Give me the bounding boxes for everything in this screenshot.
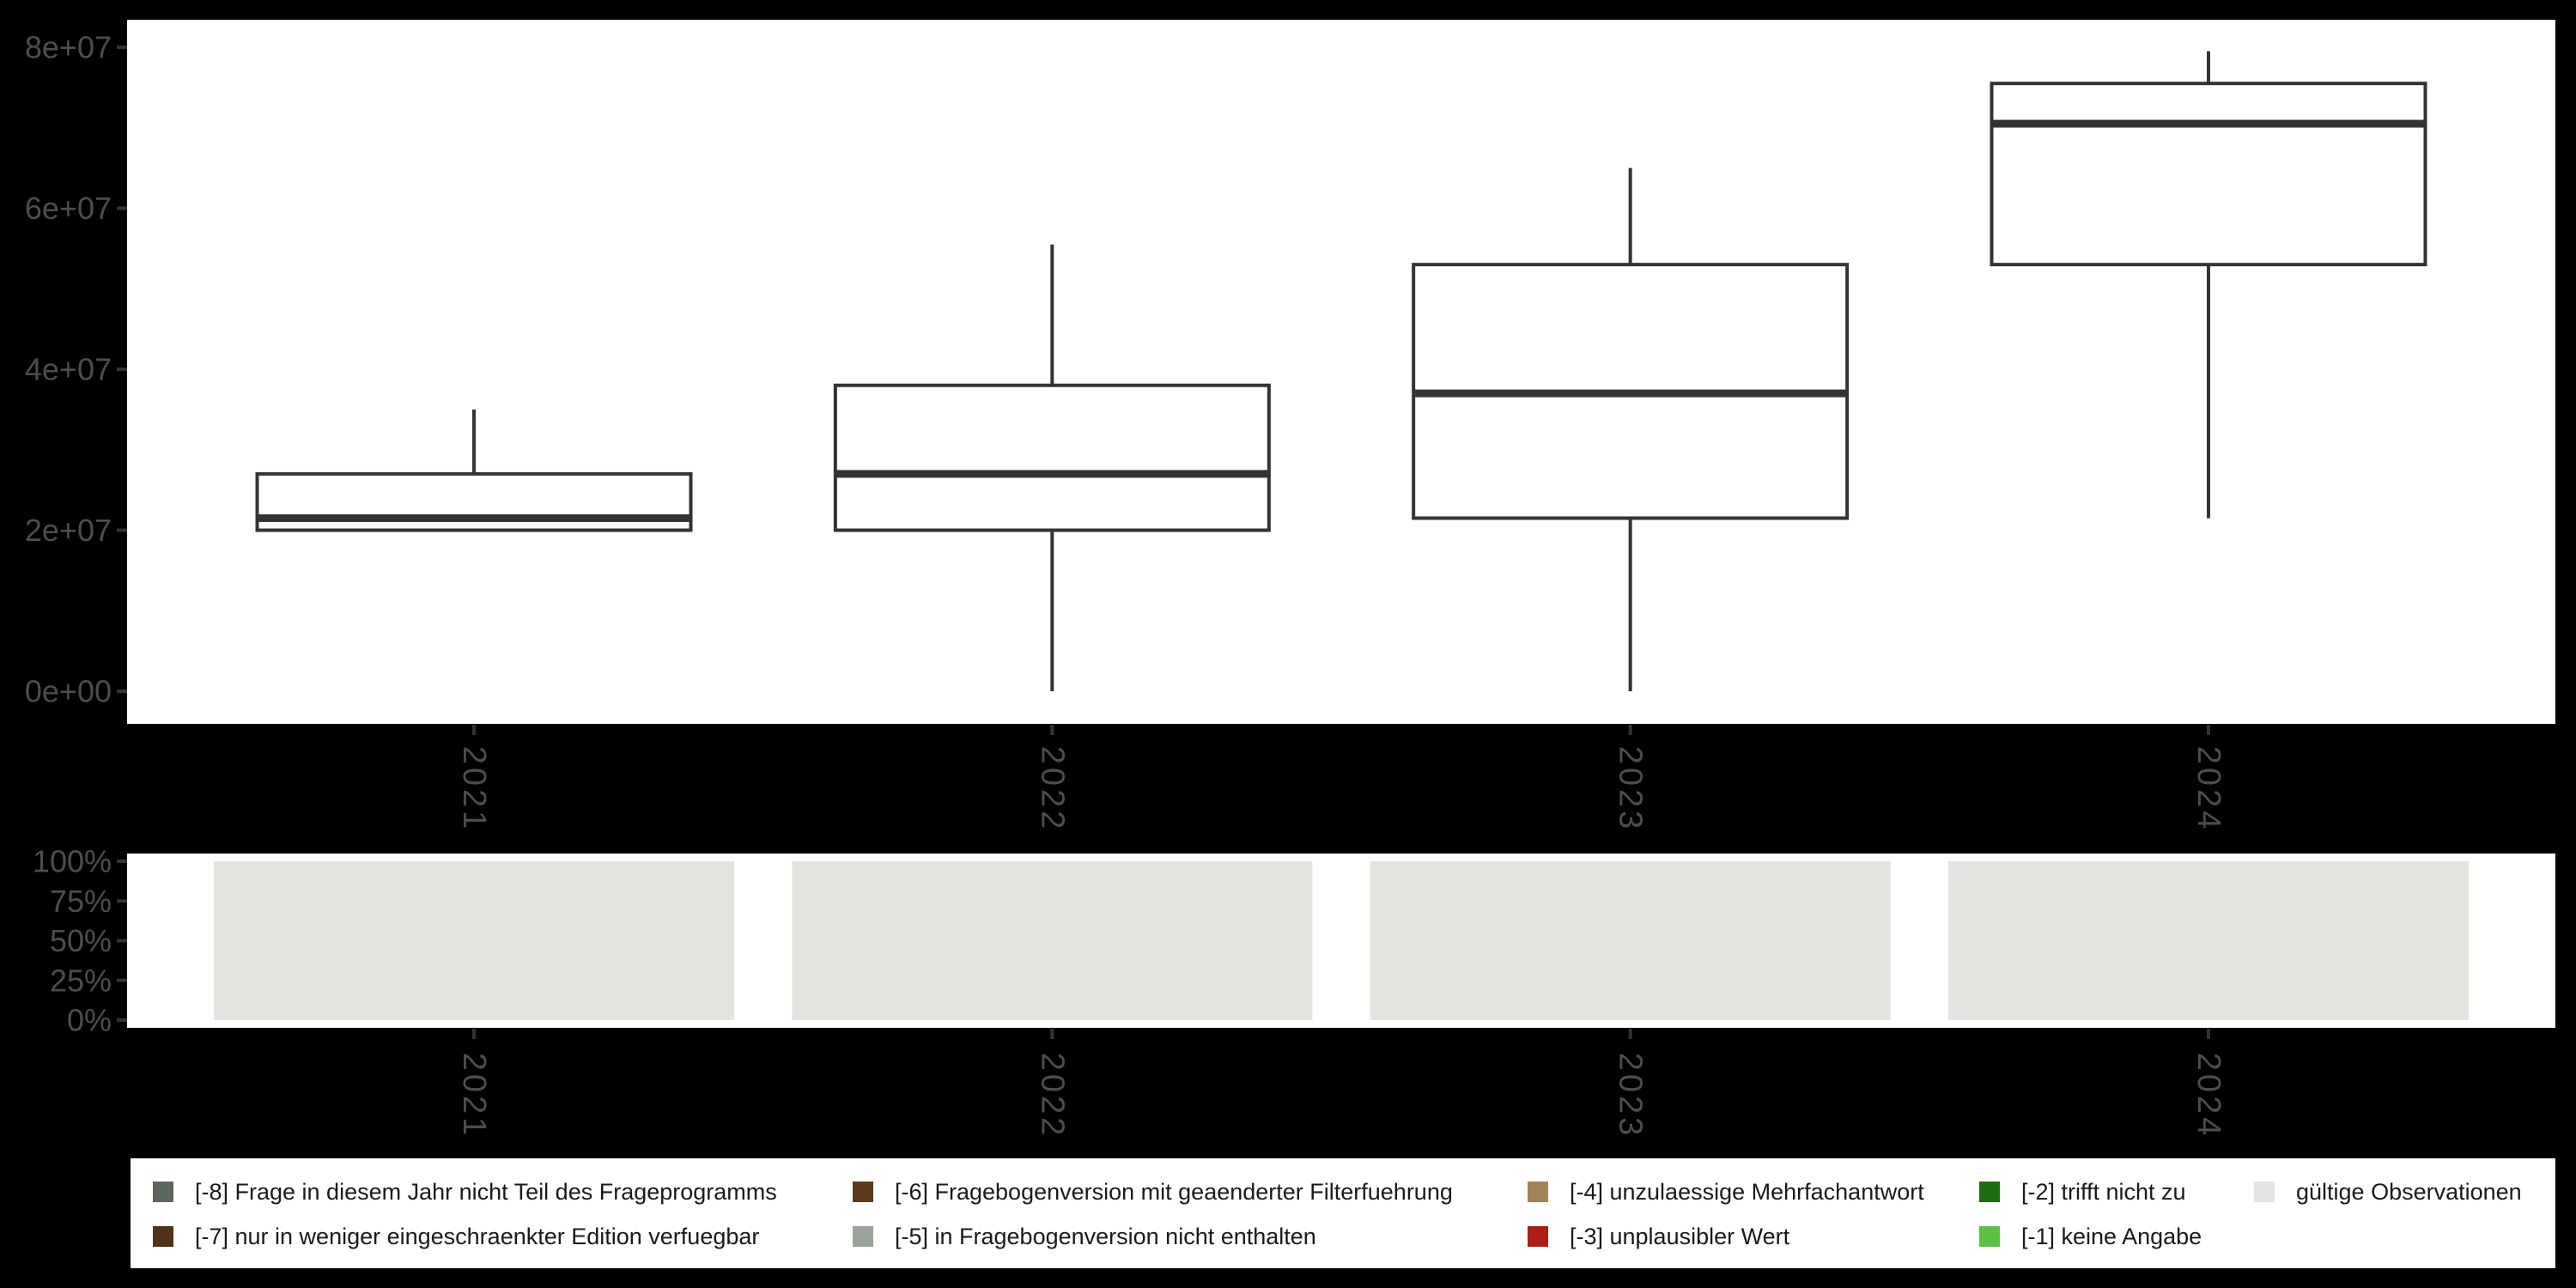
- y-axis-label: 4e+07: [25, 352, 112, 387]
- bar-2021: [214, 861, 734, 1020]
- legend-key-icon: [1528, 1226, 1548, 1247]
- box-2024: [1990, 82, 2427, 267]
- legend-key-icon: [2254, 1182, 2275, 1202]
- percent-axis-label: 50%: [50, 923, 112, 958]
- y-axis-label: 2e+07: [25, 513, 112, 548]
- y-axis-label: 0e+00: [25, 674, 112, 709]
- median-line-2021: [257, 513, 691, 522]
- percent-axis-label: 0%: [67, 1003, 112, 1038]
- y-axis-label: 8e+07: [25, 30, 112, 65]
- y-axis-label: 6e+07: [25, 191, 112, 226]
- legend-label: gültige Observationen: [2296, 1179, 2522, 1205]
- legend-background: [131, 1158, 2555, 1268]
- bar-2024: [1948, 861, 2469, 1020]
- percent-axis-label: 100%: [33, 844, 112, 879]
- percent-x-year-label: 2024: [2190, 1053, 2227, 1139]
- percent-axis-label: 75%: [50, 884, 112, 919]
- x-axis-year-label: 2022: [1034, 746, 1070, 833]
- percent-x-year-label: 2023: [1613, 1053, 1649, 1139]
- legend-label: [-3] unplausibler Wert: [1570, 1224, 1790, 1249]
- box-2022: [833, 383, 1271, 532]
- legend-key-icon: [1528, 1182, 1548, 1202]
- x-axis-year-label: 2021: [456, 746, 492, 833]
- legend-key-icon: [853, 1182, 873, 1202]
- legend-label: [-1] keine Angabe: [2021, 1224, 2202, 1249]
- percent-x-year-label: 2021: [456, 1053, 492, 1139]
- percent-axis-label: 25%: [50, 963, 112, 998]
- x-axis-year-label: 2024: [2190, 746, 2227, 833]
- legend-key-icon: [153, 1182, 173, 1202]
- legend-key-icon: [853, 1226, 873, 1247]
- median-line-2022: [835, 470, 1269, 478]
- legend-key-icon: [1979, 1226, 2000, 1247]
- legend-label: [-7] nur in weniger eingeschraenkter Edi…: [195, 1224, 759, 1249]
- legend-label: [-6] Fragebogenversion mit geaenderter F…: [895, 1179, 1453, 1205]
- median-line-2023: [1413, 389, 1848, 398]
- percent-x-year-label: 2022: [1034, 1053, 1070, 1139]
- median-line-2024: [1991, 119, 2426, 128]
- bar-2022: [792, 861, 1313, 1020]
- bar-2023: [1370, 861, 1891, 1020]
- legend-key-icon: [1979, 1182, 2000, 1202]
- x-axis-year-label: 2023: [1613, 746, 1649, 833]
- legend-label: [-2] trifft nicht zu: [2021, 1179, 2186, 1205]
- legend-label: [-4] unzulaessige Mehrfachantwort: [1570, 1179, 1924, 1205]
- legend-key-icon: [153, 1226, 173, 1247]
- legend-label: [-8] Frage in diesem Jahr nicht Teil des…: [195, 1179, 777, 1205]
- legend-label: [-5] in Fragebogenversion nicht enthalte…: [895, 1224, 1316, 1249]
